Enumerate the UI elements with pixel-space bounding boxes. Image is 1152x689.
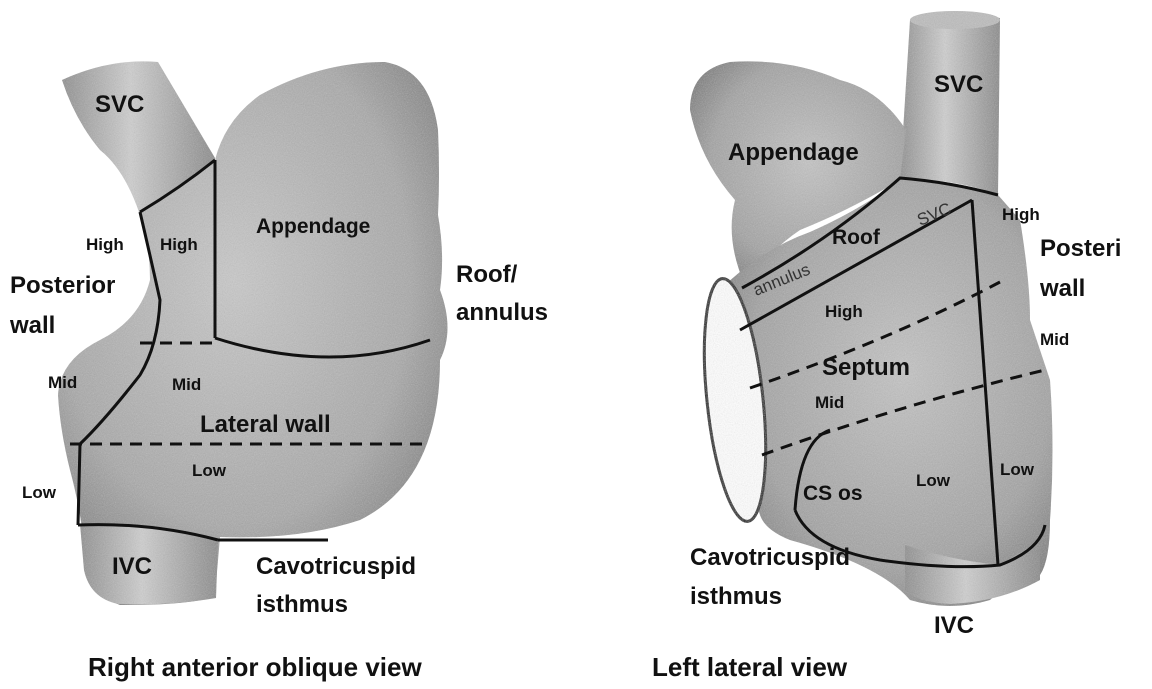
lat-ivc-label: IVC <box>934 612 974 639</box>
rao-high-outer-label: High <box>86 235 124 254</box>
lat-mid-right-label: Mid <box>1040 330 1069 349</box>
rao-roof-annulus-label-line1: Roof/ <box>456 261 518 288</box>
lat-cs-os-label: CS os <box>803 482 863 505</box>
lat-atrium-shape <box>690 11 1053 606</box>
lat-high-center-label: High <box>825 302 863 321</box>
lat-posterior-wall-label-line1: Posteri <box>1040 235 1121 262</box>
rao-ivc-label: IVC <box>112 553 152 580</box>
lat-septum-label: Septum <box>822 354 910 381</box>
rao-lateral-wall-label: Lateral wall <box>200 411 331 438</box>
rao-svc-label: SVC <box>95 91 144 118</box>
lat-cti-label-line1: Cavotricuspid <box>690 544 850 571</box>
lat-mid-center-label: Mid <box>815 393 844 412</box>
lat-cti-label-line2: isthmus <box>690 583 782 610</box>
lat-high-right-label: High <box>1002 205 1040 224</box>
rao-high-inner-label: High <box>160 235 198 254</box>
lat-low-right-label: Low <box>1000 460 1035 479</box>
rao-posterior-wall-label-line1: Posterior <box>10 272 115 299</box>
lat-svc-top <box>910 11 1000 29</box>
rao-low-inner-label: Low <box>192 461 227 480</box>
rao-mid-inner-label: Mid <box>172 375 201 394</box>
lat-svc-label: SVC <box>934 71 983 98</box>
rao-view: SVC Appendage Roof/ annulus Posterior wa… <box>9 61 548 682</box>
rao-posterior-wall-label-line2: wall <box>9 312 55 339</box>
lat-appendage-label: Appendage <box>728 139 859 166</box>
lat-roof-label: Roof <box>832 226 881 249</box>
lateral-view: SVC Appendage Roof SVC annulus High Post… <box>652 11 1121 682</box>
rao-cti-label-line2: isthmus <box>256 591 348 618</box>
rao-appendage-label: Appendage <box>256 215 370 238</box>
lat-posterior-wall-label-line2: wall <box>1039 275 1085 302</box>
rao-cti-label-line1: Cavotricuspid <box>256 553 416 580</box>
rao-caption: Right anterior oblique view <box>88 652 422 682</box>
lat-caption: Left lateral view <box>652 652 848 682</box>
rao-mid-outer-label: Mid <box>48 373 77 392</box>
rao-low-outer-label: Low <box>22 483 57 502</box>
lat-low-center-label: Low <box>916 471 951 490</box>
lat-svc-tube <box>900 14 1000 195</box>
rao-roof-annulus-label-line2: annulus <box>456 299 548 326</box>
